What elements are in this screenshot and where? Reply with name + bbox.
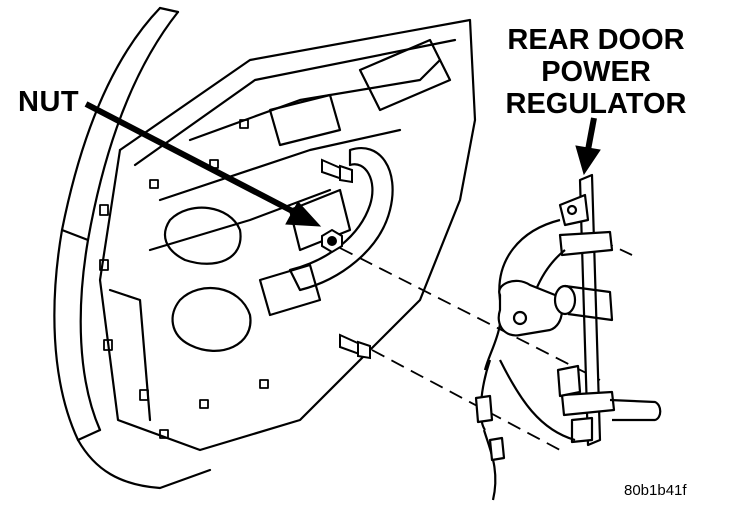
- holes: [99, 119, 269, 439]
- lower-bolt: [339, 333, 371, 360]
- regulator-callout-label: REAR DOOR POWER REGULATOR: [498, 24, 694, 120]
- regulator-label-line-1: REAR DOOR: [507, 24, 685, 56]
- upper-bolt: [321, 158, 353, 184]
- inner-panel: [98, 18, 477, 452]
- motor: [497, 279, 614, 337]
- figure-code: 80b1b41f: [624, 482, 687, 499]
- openings: [163, 38, 452, 352]
- regulator-label-line-2: POWER: [541, 56, 651, 88]
- regulator-arrow: [575, 117, 601, 176]
- door-shell: [53, 6, 212, 490]
- nut-part: [321, 228, 343, 254]
- nut-arrow: [84, 101, 322, 227]
- regulator-assembly: [474, 173, 662, 501]
- nut-callout-label: NUT: [18, 86, 80, 118]
- regulator-label-line-3: REGULATOR: [505, 88, 687, 120]
